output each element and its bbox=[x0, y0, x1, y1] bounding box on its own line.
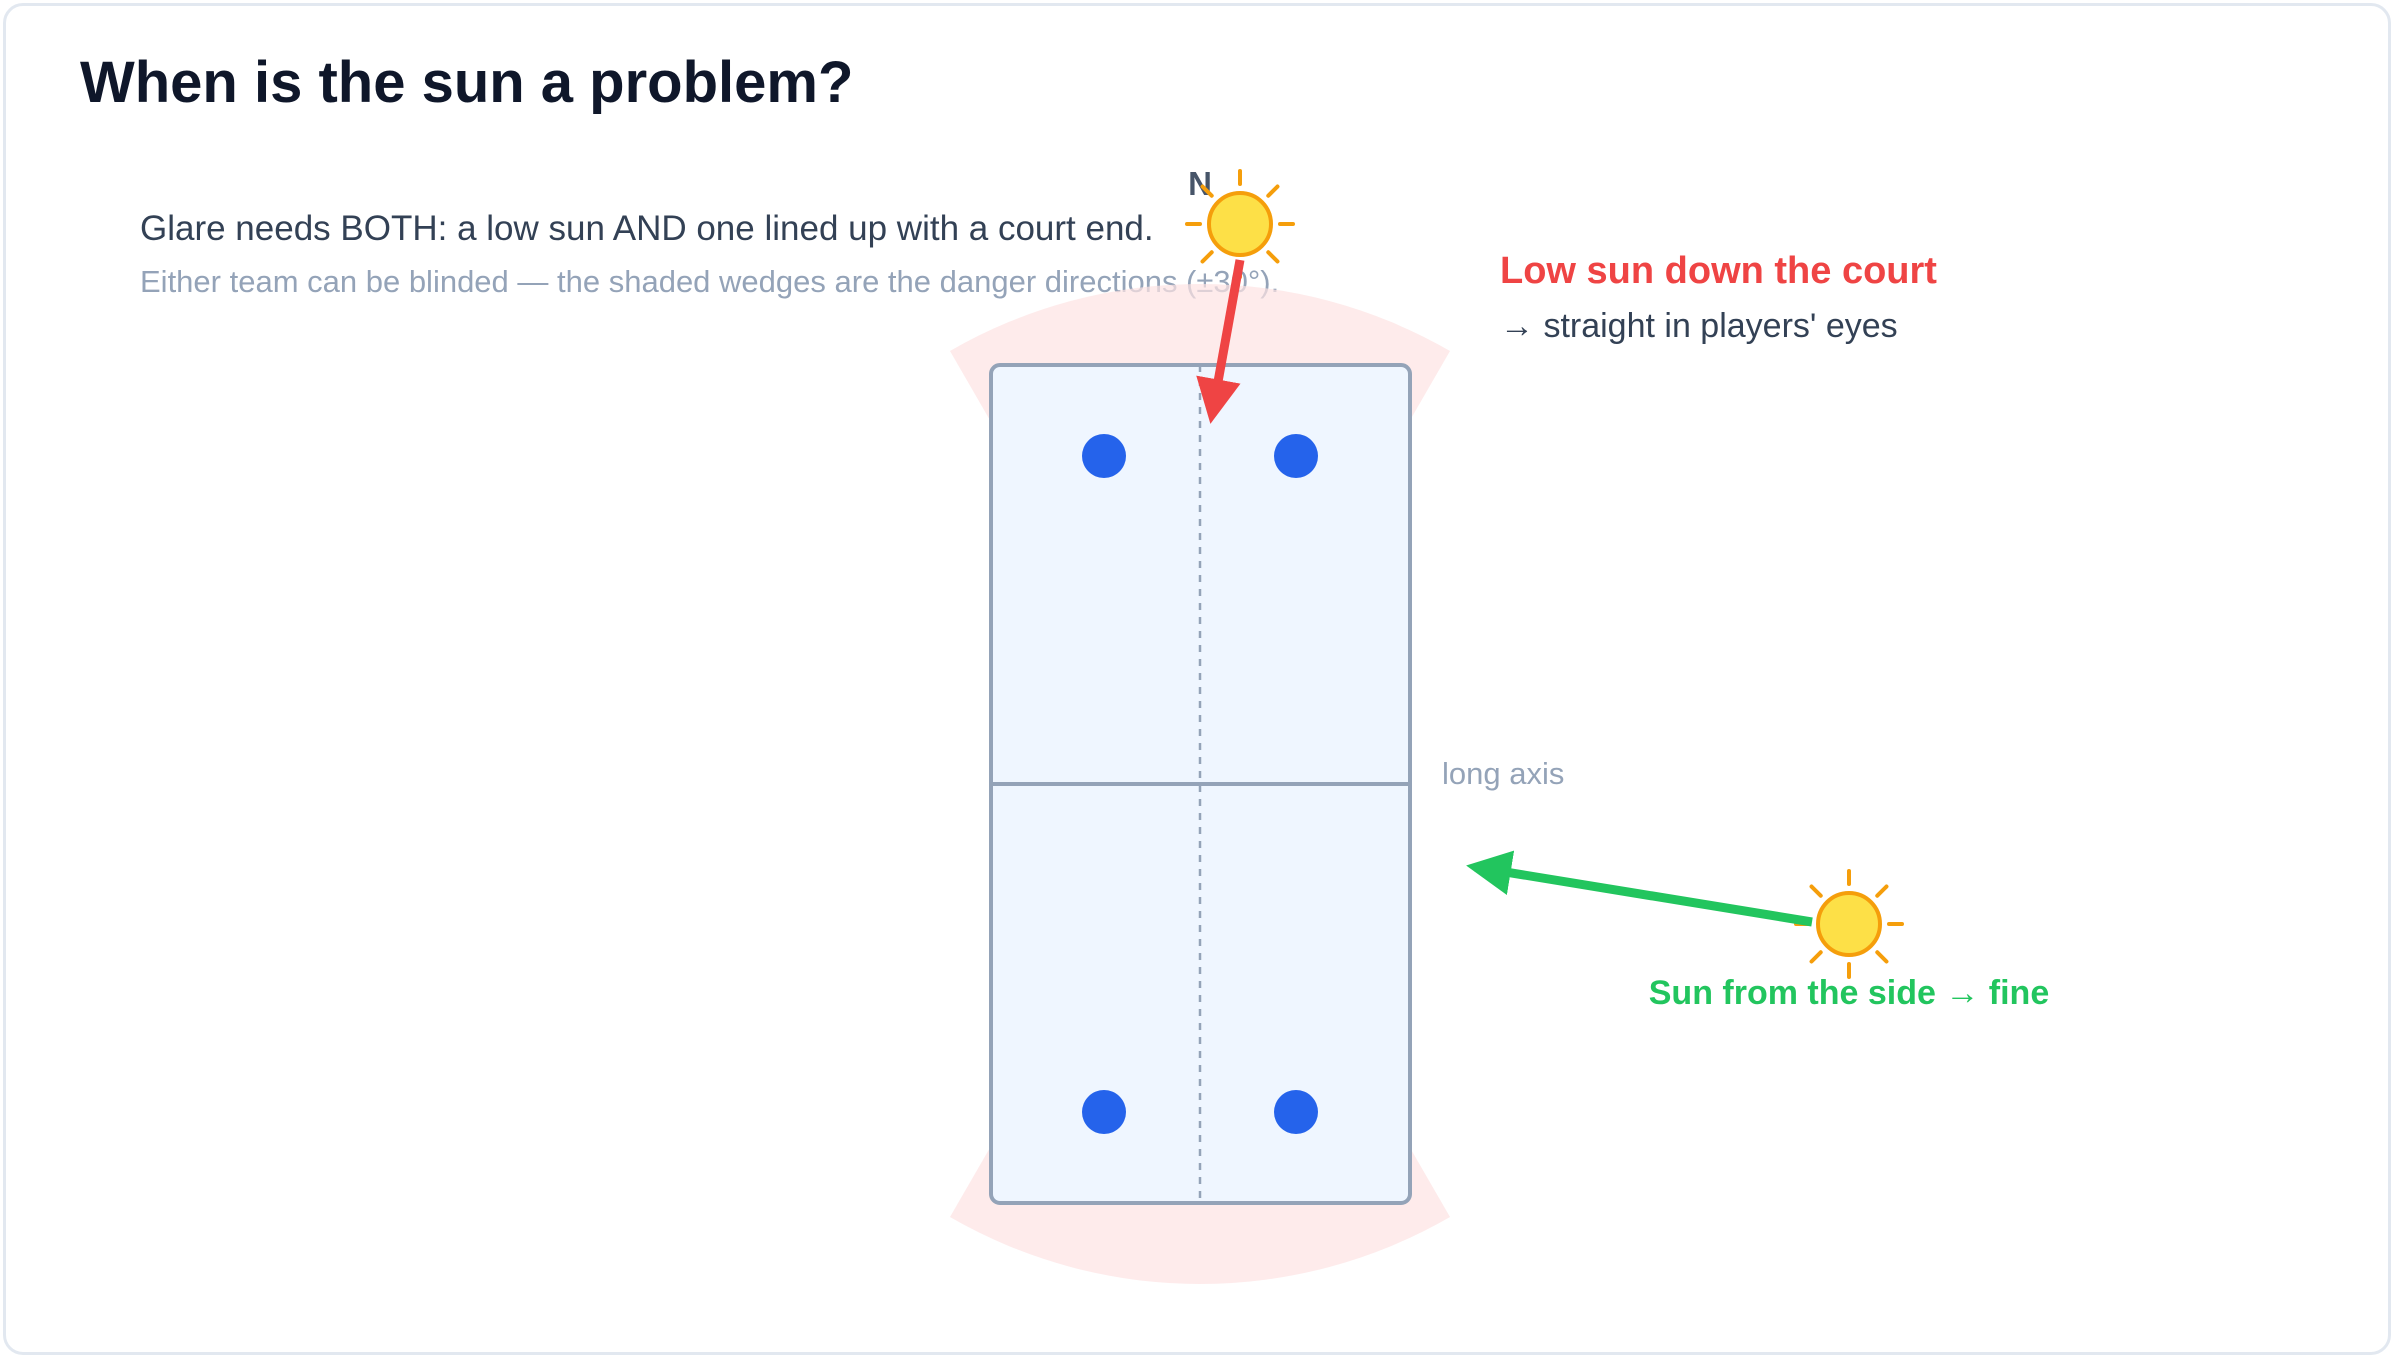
long-axis-label: long axis bbox=[1442, 756, 1564, 791]
sun-disc bbox=[1207, 191, 1273, 257]
north-label: N bbox=[1188, 165, 1212, 202]
player-dot bbox=[1082, 434, 1126, 478]
sun-ray bbox=[1200, 184, 1214, 198]
player-dot bbox=[1082, 1090, 1126, 1134]
sun-icon bbox=[1794, 869, 1904, 979]
sun-icon bbox=[1185, 169, 1295, 279]
player-dot bbox=[1274, 1090, 1318, 1134]
sun-ray bbox=[1809, 950, 1823, 964]
intro-line: Glare needs BOTH: a low sun AND one line… bbox=[140, 209, 1154, 248]
sun-ray bbox=[1875, 950, 1889, 964]
bad-callout-subtitle: → straight in players' eyes bbox=[1500, 307, 1898, 345]
sun-disc bbox=[1816, 891, 1882, 957]
glare-arrow bbox=[1196, 259, 1245, 424]
player-dot bbox=[1274, 434, 1318, 478]
sun-ray bbox=[1266, 250, 1280, 264]
side-sun-arrow bbox=[1466, 850, 1813, 927]
bad-callout-title: Low sun down the court bbox=[1500, 250, 1937, 292]
good-callout-title: Sun from the side → fine bbox=[1649, 974, 2049, 1012]
sun-ray bbox=[1200, 250, 1214, 264]
sun-ray bbox=[1875, 884, 1889, 898]
sun-ray bbox=[1809, 884, 1823, 898]
sun-ray bbox=[1266, 184, 1280, 198]
intro-note: Either team can be blinded — the shaded … bbox=[140, 264, 1279, 299]
page-title: When is the sun a problem? bbox=[80, 50, 853, 115]
